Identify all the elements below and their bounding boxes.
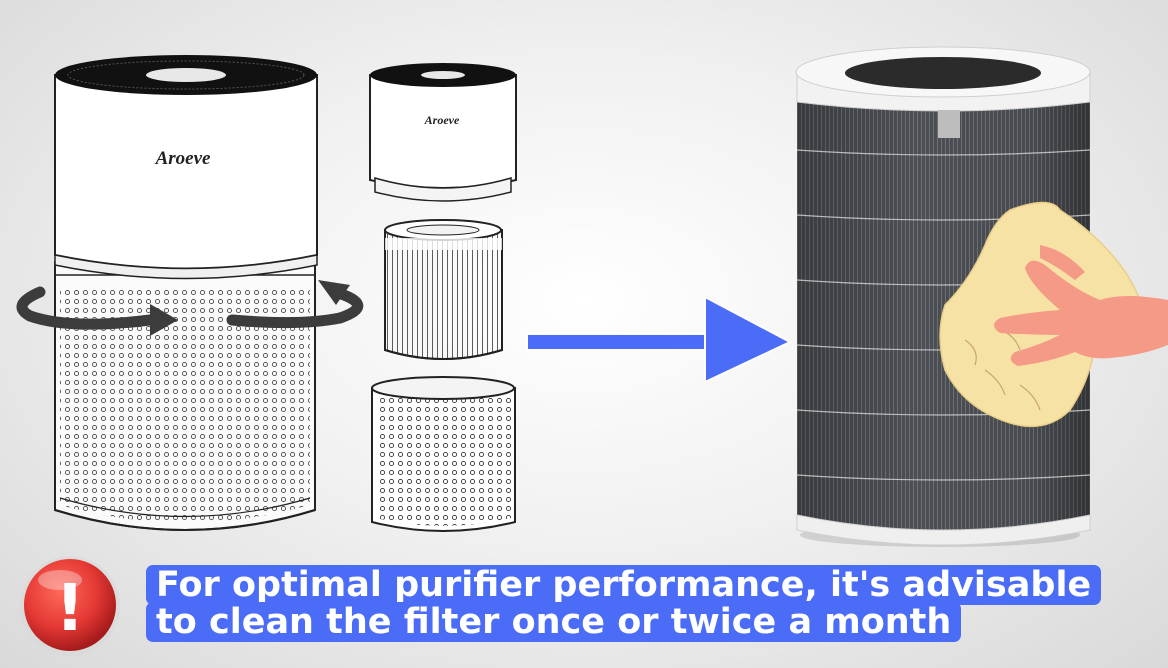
hepa-filter-cartridge <box>384 219 503 360</box>
right-arrow-icon <box>526 295 793 384</box>
air-purifier-assembled: Aroeve <box>54 55 318 531</box>
caption-line-1: For optimal purifier performance, it's a… <box>146 565 1102 605</box>
brand-logo-small: Aroeve <box>424 113 460 127</box>
air-purifier-top-cover: Aroeve <box>369 63 517 202</box>
hand-icon <box>994 245 1168 366</box>
warning-icon: ! <box>20 556 120 656</box>
caption-line-2: to clean the filter once or twice a mont… <box>146 602 962 642</box>
brand-logo: Aroeve <box>155 148 211 169</box>
rotate-arrow-head-right <box>150 304 178 336</box>
mesh-pre-filter <box>371 376 516 532</box>
warning-symbol: ! <box>55 572 84 646</box>
rotate-arrow-icon <box>16 286 364 330</box>
rotate-arrow-head-left <box>318 280 350 305</box>
